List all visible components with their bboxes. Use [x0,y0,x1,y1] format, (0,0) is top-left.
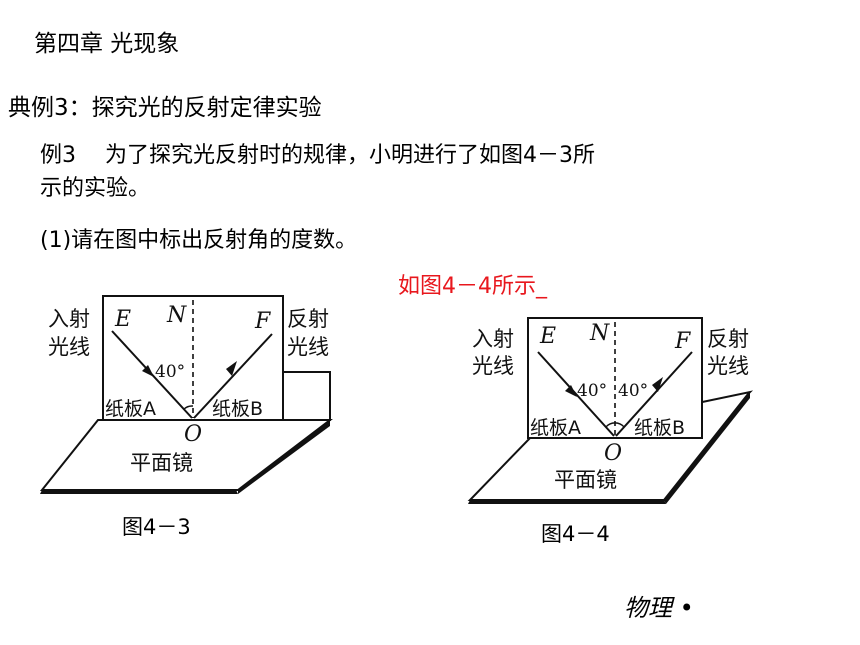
mirror-side [238,420,330,494]
incident-ray [537,351,615,437]
incident-arrow [142,365,154,377]
mirror-side [664,392,750,504]
answer-text: 如图4－4所示_ [398,274,547,299]
reflect-label-1: 反射 [707,327,749,351]
incident-label-2: 光线 [48,335,90,359]
angle-incident-label: 40° [577,381,607,401]
point-f: F [674,329,691,354]
reflected-ray [193,333,273,419]
point-e: E [114,307,131,332]
question-part-1: (1)请在图中标出反射角的度数。 [40,228,358,253]
reflected-arrow [652,377,663,392]
angle-arc [605,422,625,428]
question-line-2: 示的实验。 [40,176,151,201]
point-n: N [589,321,610,346]
reflect-label-1: 反射 [287,307,329,331]
incident-arrow [565,385,577,397]
point-f: F [254,309,271,334]
mirror-edge [40,490,238,494]
board-b-label: 纸板B [634,417,685,439]
board-a-label: 纸板A [105,398,156,420]
section-title: 典例3：探究光的反射定律实验 [8,95,322,121]
chapter-title: 第四章 光现象 [34,31,180,57]
question-line-1: 例3 为了探究光反射时的规律，小明进行了如图4－3所 [40,143,595,168]
figure-4-3-caption: 图4－3 [122,515,191,539]
reflect-label-2: 光线 [287,335,329,359]
reflected-ray [615,351,693,437]
point-o: O [184,422,202,447]
board-a-label: 纸板A [530,417,581,439]
mirror-edge [468,500,666,504]
mirror-label: 平面镜 [554,468,617,492]
incident-label-2: 光线 [472,354,514,378]
figure-4-4-caption: 图4－4 [541,522,610,546]
angle-reflect-label: 40° [618,381,648,401]
angle-arc [183,405,194,410]
incident-label-1: 入射 [472,327,514,351]
angle-label: 40° [155,362,185,382]
incident-label-1: 入射 [48,307,90,331]
figure-4-4: 入射 光线 反射 光线 E N F 40° 40° 纸板A 纸板B O 平面镜 [467,317,754,504]
board-b-label: 纸板B [212,398,263,420]
board-b-back [281,371,331,421]
point-n: N [166,303,187,328]
mirror-label: 平面镜 [130,451,193,475]
reflect-label-2: 光线 [707,354,749,378]
figure-4-3: 入射 光线 反射 光线 E N F 40° 纸板A 纸板B O 平面镜 [39,295,333,494]
point-e: E [539,324,556,349]
point-o: O [604,441,622,466]
reflected-arrow [226,361,237,376]
subject-footer: 物理 • [624,594,694,622]
